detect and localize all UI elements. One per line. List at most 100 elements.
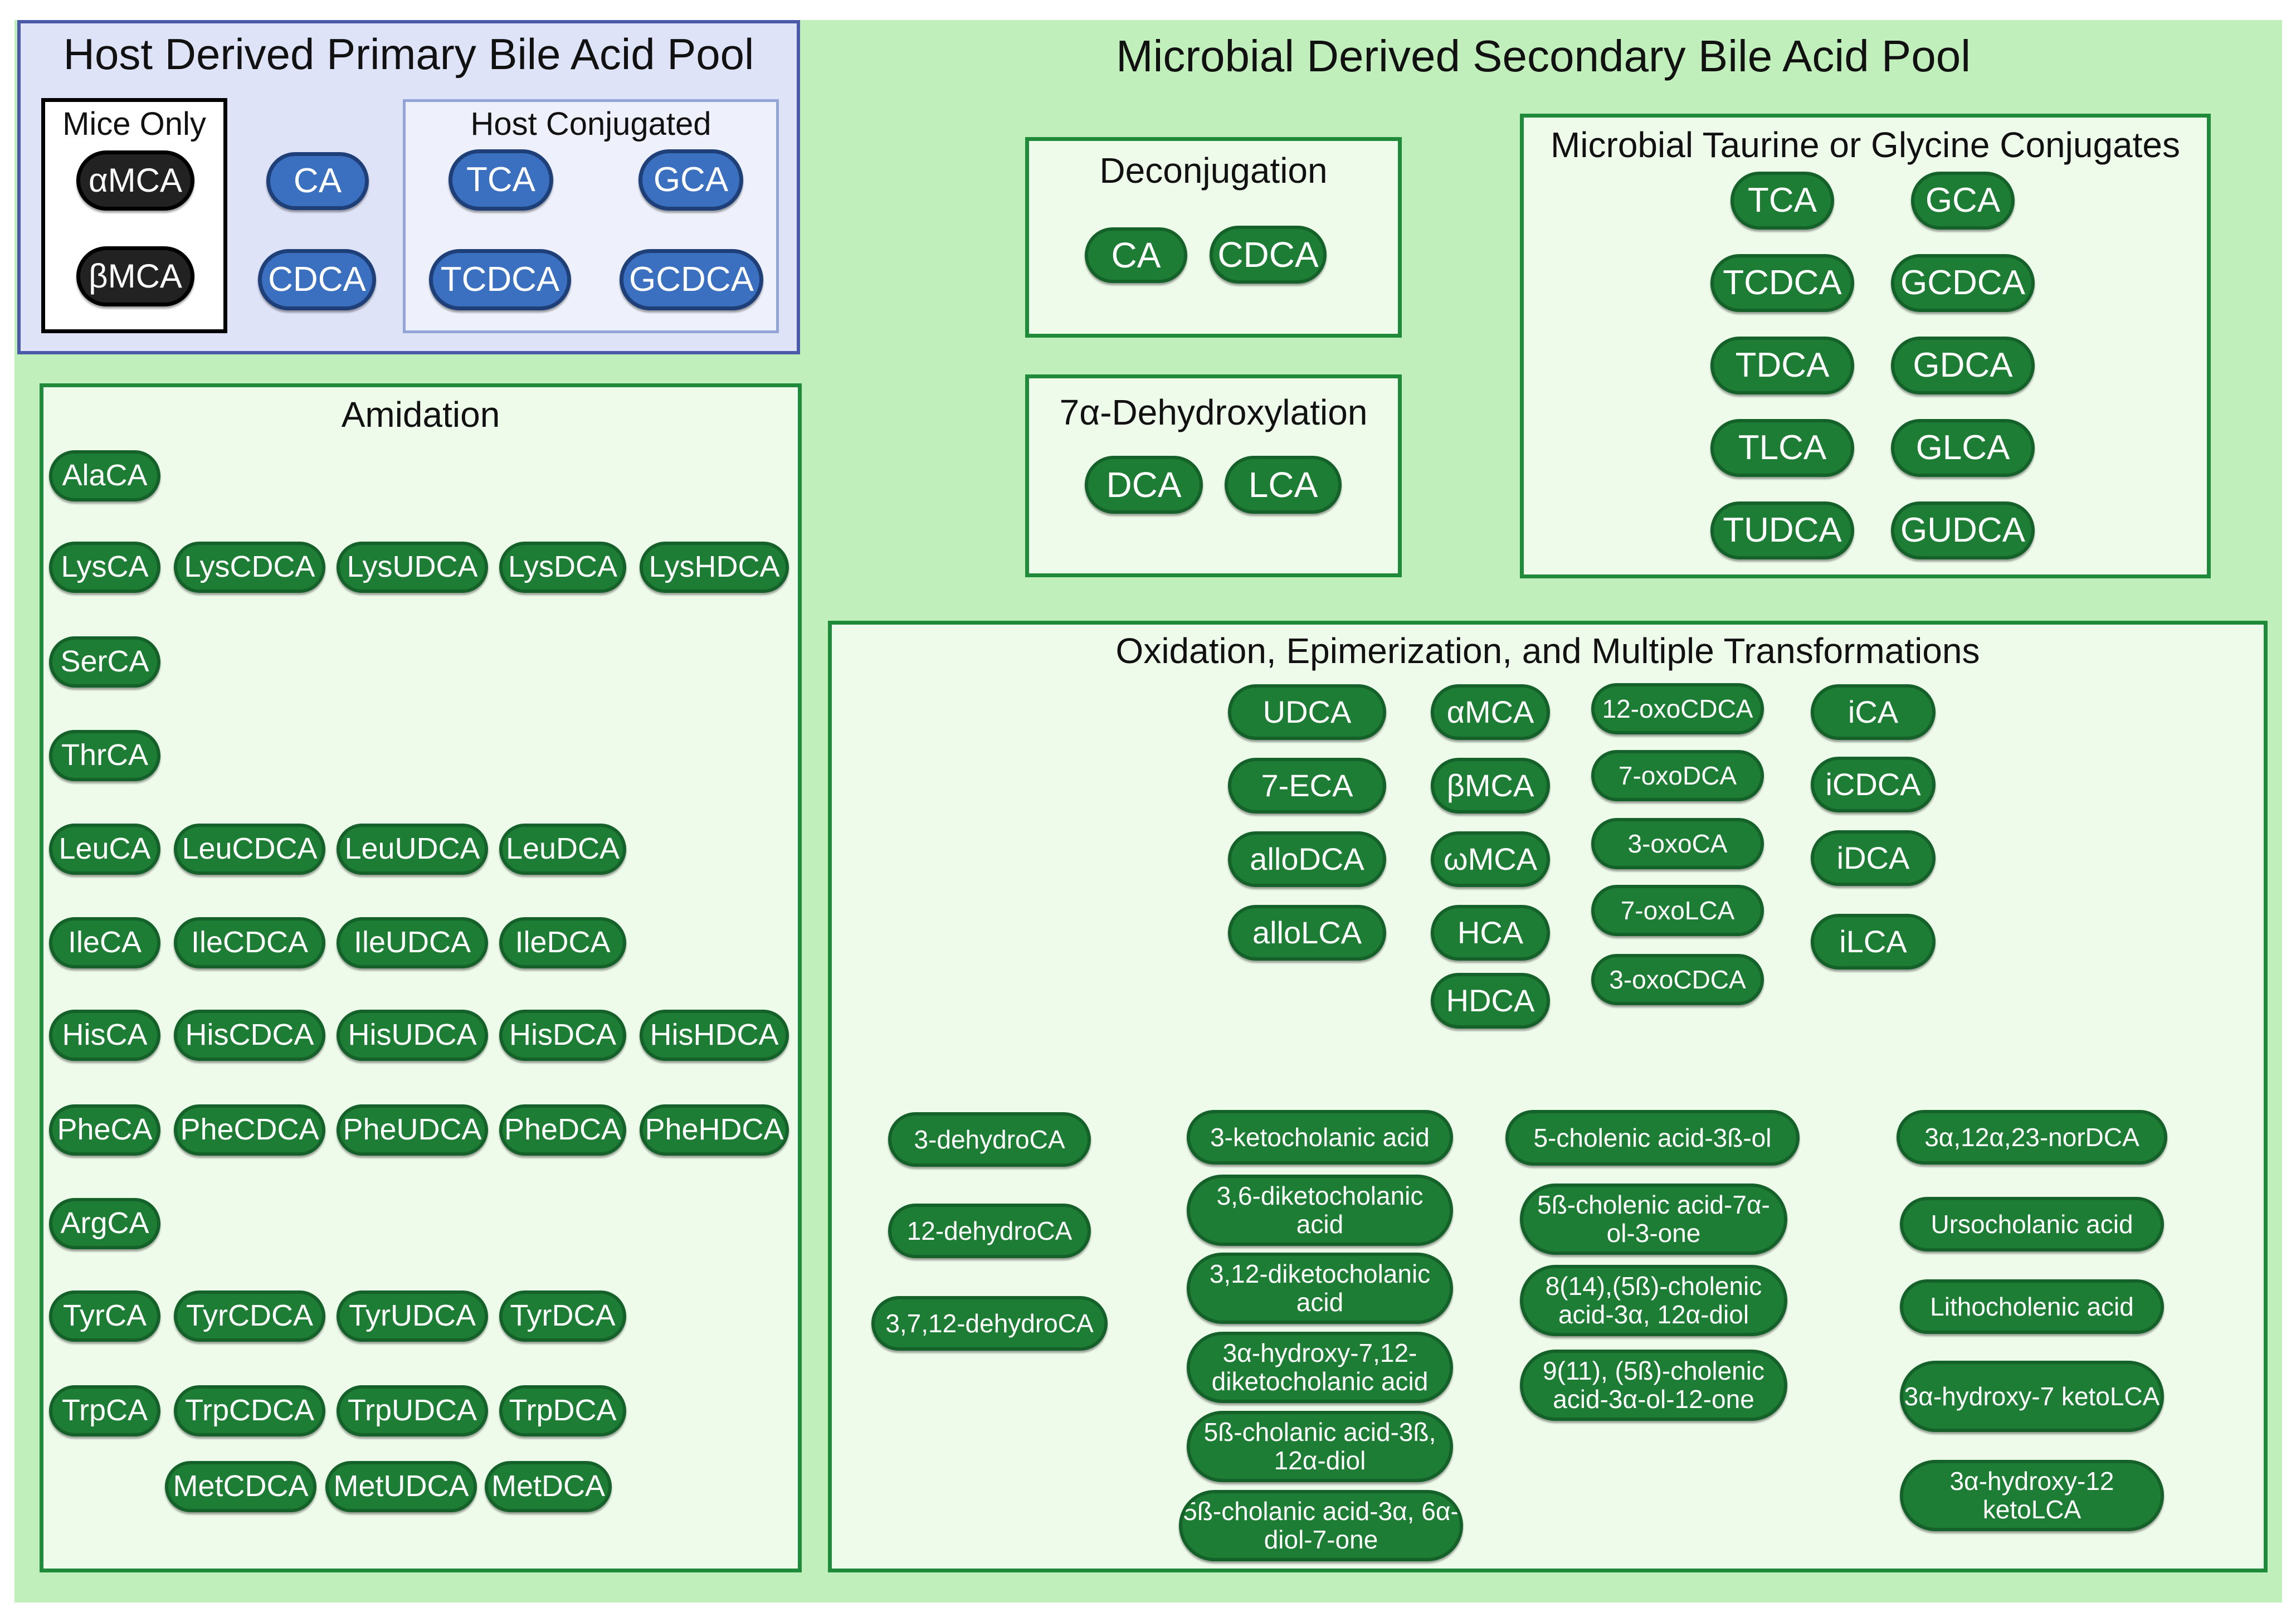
amidation-pill: HisHDCA: [640, 1010, 789, 1061]
amidation-pill: ArgCA: [49, 1198, 160, 1249]
oxidation-pill: iCDCA: [1811, 757, 1936, 812]
oxidation-pill: iDCA: [1811, 830, 1936, 886]
oxidation-pill: iCA: [1811, 684, 1936, 740]
amidation-pill: HisCDCA: [174, 1010, 325, 1061]
oxidation-pill: UDCA: [1228, 684, 1386, 740]
microbial-conjugate-pill: TDCA: [1710, 337, 1854, 394]
oxidation-pill: 7-oxoLCA: [1591, 885, 1764, 936]
dehydroxylation-title: 7α-Dehydroxylation: [1059, 392, 1368, 432]
amidation-pill: TrpUDCA: [337, 1385, 488, 1436]
oxidation-pill: ωMCA: [1431, 831, 1550, 887]
amidation-pill: LysUDCA: [337, 542, 488, 593]
host-conjugated-title: Host Conjugated: [470, 106, 711, 142]
oxidation-pill: 3-oxoCDCA: [1591, 954, 1764, 1005]
amidation-pill: TyrCDCA: [174, 1290, 325, 1342]
primary-pill: CA: [266, 152, 369, 210]
amidation-pill: TrpCA: [49, 1385, 160, 1436]
host-conjugated-pill: TCA: [449, 149, 553, 211]
oxidation-pill: 7-ECA: [1228, 758, 1386, 814]
microbial-conjugate-pill: GUDCA: [1891, 501, 2035, 559]
amidation-pill: HisCA: [49, 1010, 160, 1061]
amidation-pill: MetCDCA: [165, 1461, 316, 1512]
oxidation-pill: 5ß-cholenic acid-7α-ol-3-one: [1520, 1183, 1787, 1255]
oxidation-pill: 3,7,12-dehydroCA: [871, 1296, 1108, 1351]
amidation-pill: SerCA: [49, 636, 160, 688]
oxidation-pill: 3,6-diketocholanic acid: [1187, 1175, 1453, 1246]
deconjugation-pill: CDCA: [1210, 226, 1327, 284]
oxidation-pill: 3-dehydroCA: [888, 1112, 1091, 1167]
amidation-pill: LeuDCA: [499, 824, 626, 875]
microbial-pool-title: Microbial Derived Secondary Bile Acid Po…: [1115, 31, 1971, 81]
amidation-pill: TyrDCA: [499, 1290, 626, 1342]
mice-only-pill: αMCA: [76, 150, 194, 211]
amidation-pill: MetDCA: [485, 1461, 612, 1512]
microbial-conjugate-pill: GCDCA: [1891, 254, 2035, 312]
dehydroxylation-pill: DCA: [1085, 456, 1203, 514]
dehydroxylation-box: 7α-Dehydroxylation: [1025, 374, 1402, 577]
host-conjugated-pill: GCA: [638, 149, 743, 211]
oxidation-pill: alloDCA: [1228, 831, 1386, 887]
oxidation-pill: 12-oxoCDCA: [1591, 683, 1764, 734]
oxidation-pill: alloLCA: [1228, 905, 1386, 961]
oxidation-pill: βMCA: [1431, 758, 1550, 814]
oxidation-pill: 7-oxoDCA: [1591, 750, 1764, 801]
microbial-conjugate-pill: TCA: [1730, 172, 1834, 230]
host-pool-title: Host Derived Primary Bile Acid Pool: [63, 30, 754, 79]
amidation-pill: ThrCA: [49, 730, 160, 781]
oxidation-pill: 3α-hydroxy-7,12-diketocholanic acid: [1187, 1332, 1453, 1403]
mice-only-title: Mice Only: [62, 106, 206, 142]
amidation-pill: MetUDCA: [325, 1461, 477, 1512]
amidation-pill: LysCDCA: [174, 542, 325, 593]
microbial-conjugate-pill: TUDCA: [1710, 501, 1854, 559]
amidation-pill: HisUDCA: [337, 1010, 488, 1061]
oxidation-pill: Ursocholanic acid: [1900, 1197, 2164, 1251]
amidation-pill: IleCDCA: [174, 917, 325, 968]
dehydroxylation-pill: LCA: [1225, 456, 1342, 514]
oxidation-pill: 12-dehydroCA: [888, 1204, 1091, 1258]
oxidation-pill: 8(14),(5ß)-cholenic acid-3α, 12α-diol: [1520, 1265, 1787, 1336]
amidation-title: Amidation: [341, 394, 500, 435]
amidation-pill: TyrCA: [49, 1290, 160, 1342]
oxidation-pill: αMCA: [1431, 684, 1550, 740]
amidation-pill: PheDCA: [499, 1104, 626, 1156]
microbial-conjugates-box: Microbial Taurine or Glycine Conjugates: [1520, 114, 2211, 578]
mice-only-pill: βMCA: [76, 246, 194, 306]
host-conjugated-pill: GCDCA: [620, 249, 763, 310]
oxidation-pill: 5-cholenic acid-3ß-ol: [1505, 1110, 1800, 1166]
microbial-conjugates-title: Microbial Taurine or Glycine Conjugates: [1550, 125, 2181, 165]
amidation-pill: PheCDCA: [174, 1104, 325, 1156]
oxidation-pill: 3,12-diketocholanic acid: [1187, 1253, 1453, 1324]
amidation-pill: TrpDCA: [499, 1385, 626, 1436]
amidation-pill: IleCA: [49, 917, 160, 968]
primary-pill: CDCA: [258, 249, 376, 310]
microbial-conjugate-pill: TLCA: [1710, 419, 1854, 477]
deconjugation-title: Deconjugation: [1099, 150, 1328, 191]
amidation-pill: LysCA: [49, 542, 160, 593]
amidation-pill: PheUDCA: [337, 1104, 488, 1156]
oxidation-pill: 5ß-cholanic acid-3α, 6α-diol-7-one: [1179, 1490, 1463, 1561]
amidation-pill: LysDCA: [499, 542, 626, 593]
oxidation-pill: 3α-hydroxy-12 ketoLCA: [1900, 1460, 2164, 1531]
oxidation-title: Oxidation, Epimerization, and Multiple T…: [1115, 631, 1980, 671]
microbial-conjugate-pill: TCDCA: [1710, 254, 1854, 312]
amidation-pill: HisDCA: [499, 1010, 626, 1061]
amidation-pill: LeuUDCA: [337, 824, 488, 875]
amidation-pill: LeuCDCA: [174, 824, 325, 875]
amidation-pill: TrpCDCA: [174, 1385, 325, 1436]
oxidation-pill: 3-ketocholanic acid: [1187, 1110, 1453, 1165]
deconjugation-box: Deconjugation: [1025, 137, 1402, 338]
amidation-pill: PheCA: [49, 1104, 160, 1156]
amidation-pill: IleDCA: [499, 917, 626, 968]
amidation-pill: PheHDCA: [640, 1104, 789, 1156]
oxidation-pill: 3α-hydroxy-7 ketoLCA: [1900, 1361, 2164, 1432]
amidation-pill: LysHDCA: [640, 542, 789, 593]
amidation-pill: AlaCA: [49, 450, 160, 501]
oxidation-pill: 3-oxoCA: [1591, 818, 1764, 869]
oxidation-pill: HDCA: [1431, 973, 1550, 1029]
oxidation-pill: iLCA: [1811, 914, 1936, 970]
oxidation-pill: HCA: [1431, 905, 1550, 961]
oxidation-pill: 5ß-cholanic acid-3ß, 12α-diol: [1187, 1411, 1453, 1482]
oxidation-pill: 3α,12α,23-norDCA: [1897, 1110, 2167, 1165]
host-conjugated-pill: TCDCA: [429, 249, 571, 310]
microbial-conjugate-pill: GLCA: [1891, 419, 2035, 477]
